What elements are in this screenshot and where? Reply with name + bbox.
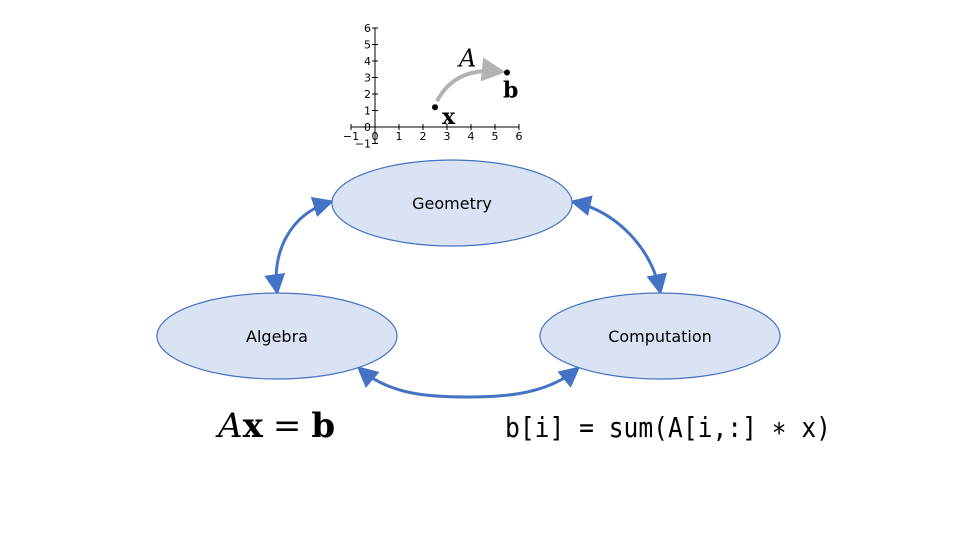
y-tick-label: −1 bbox=[355, 138, 371, 151]
equation-b: b bbox=[311, 406, 335, 446]
y-tick-label: 0 bbox=[364, 121, 371, 134]
node-geometry: Geometry bbox=[331, 159, 573, 247]
node-computation: Computation bbox=[539, 292, 781, 380]
x-tick-label: 1 bbox=[396, 130, 403, 143]
arrow-algebra-computation bbox=[356, 366, 581, 399]
x-tick-label: 6 bbox=[516, 130, 523, 143]
node-geometry-label: Geometry bbox=[412, 194, 492, 213]
algebra-equation: Ax=b bbox=[215, 406, 335, 446]
equation-equals: = bbox=[273, 406, 302, 446]
y-tick-label: 2 bbox=[364, 88, 371, 101]
y-tick-label: 4 bbox=[364, 55, 371, 68]
point-x-label: x bbox=[442, 104, 456, 130]
arrow-geometry-computation bbox=[569, 195, 668, 296]
y-tick-label: 3 bbox=[364, 72, 371, 85]
x-tick-label: 5 bbox=[492, 130, 499, 143]
node-computation-label: Computation bbox=[608, 327, 712, 346]
x-tick-label: 2 bbox=[420, 130, 427, 143]
point-x bbox=[432, 104, 438, 111]
equation-A: A bbox=[215, 406, 243, 446]
x-tick-label: 3 bbox=[444, 130, 451, 143]
transform-arrow bbox=[435, 57, 506, 103]
y-tick-label: 1 bbox=[364, 105, 371, 118]
arrow-label-A: A bbox=[457, 45, 476, 73]
point-b bbox=[504, 69, 510, 76]
y-tick-label: 6 bbox=[364, 22, 371, 35]
node-algebra-label: Algebra bbox=[246, 327, 308, 346]
x-tick-label: −1 bbox=[343, 130, 359, 143]
computation-equation: b[i] = sum(A[i,:] ∗ x) bbox=[505, 411, 831, 444]
node-algebra: Algebra bbox=[156, 292, 398, 380]
arrow-geometry-algebra bbox=[264, 196, 335, 296]
equation-x: x bbox=[243, 406, 264, 446]
point-b-label: b bbox=[503, 78, 518, 104]
x-tick-label: 4 bbox=[468, 130, 475, 143]
x-tick-label: 0 bbox=[372, 130, 379, 143]
y-tick-label: 5 bbox=[364, 39, 371, 52]
